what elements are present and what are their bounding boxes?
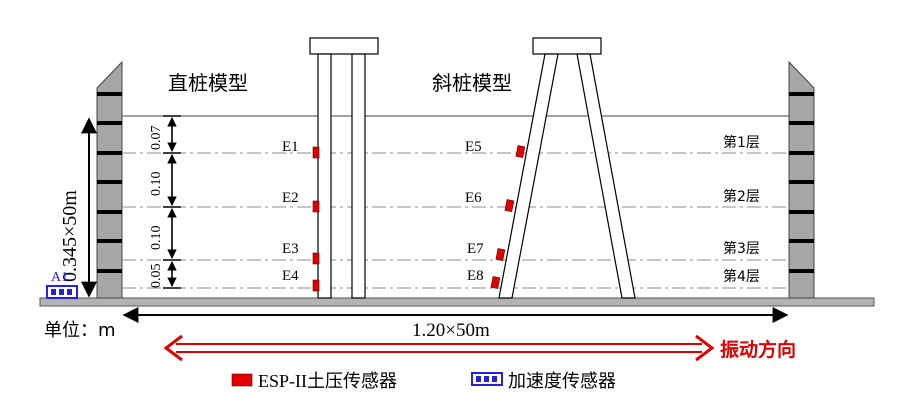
inclined-pile-left [498,53,559,299]
inclined-model-title: 斜桩模型 [432,71,512,95]
accelerometer-a1 [46,285,78,299]
height-label: 0.345×50m [59,190,81,282]
sensor-e3 [312,252,320,265]
layer-lines [122,152,789,289]
layer-label-4: 第4层 [723,268,760,285]
legend-accel-label: 加速度传感器 [508,371,616,392]
width-label: 1.20×50m [412,320,490,341]
vertical-sensors [312,146,320,292]
label-e1: E1 [282,139,299,155]
label-e2: E2 [282,190,299,206]
sensor-e2 [312,200,320,213]
inclined-sensors [490,145,526,290]
inclined-pile-cap [532,37,602,55]
legend-pressure-swatch [231,373,253,387]
sensor-e1 [312,146,320,159]
inclined-pile-right [576,53,636,299]
sensor-e6 [504,199,515,213]
label-e3: E3 [282,241,299,257]
depth-label-3: 0.10 [149,226,164,251]
legend-pressure-label: ESP-II土压传感器 [258,371,397,391]
label-e6: E6 [465,190,482,206]
depth-label-4: 0.05 [149,264,164,289]
sensor-e5 [515,145,526,159]
legend-accel-swatch [471,372,503,386]
sensor-e7 [495,248,506,262]
left-wall-stripes [97,92,122,273]
label-e5: E5 [465,139,482,155]
accelerometer-label: A1 [51,270,68,285]
depth-label-1: 0.07 [149,126,164,151]
unit-label: 单位：m [44,320,116,341]
right-wall-stripes [789,92,814,273]
layer-label-2: 第2层 [723,188,760,205]
legend: ESP-II土压传感器 加速度传感器 [231,371,616,392]
sensor-e8 [490,276,501,290]
vibration-arrow [163,334,715,362]
ground-base [39,297,875,307]
vertical-pile-right [351,53,366,299]
layer-label-3: 第3层 [723,240,760,257]
vertical-pile-left [317,53,332,299]
sensor-e4 [312,279,320,292]
depth-dimension [163,115,181,289]
depth-label-2: 0.10 [149,172,164,197]
vertical-pile-cap [309,37,379,55]
vertical-model-title: 直桩模型 [168,71,248,95]
label-e7: E7 [467,241,484,257]
label-e8: E8 [467,268,484,284]
layer-label-1: 第1层 [723,134,760,151]
vibration-direction-label: 振动方向 [720,338,796,361]
label-e4: E4 [282,268,299,284]
